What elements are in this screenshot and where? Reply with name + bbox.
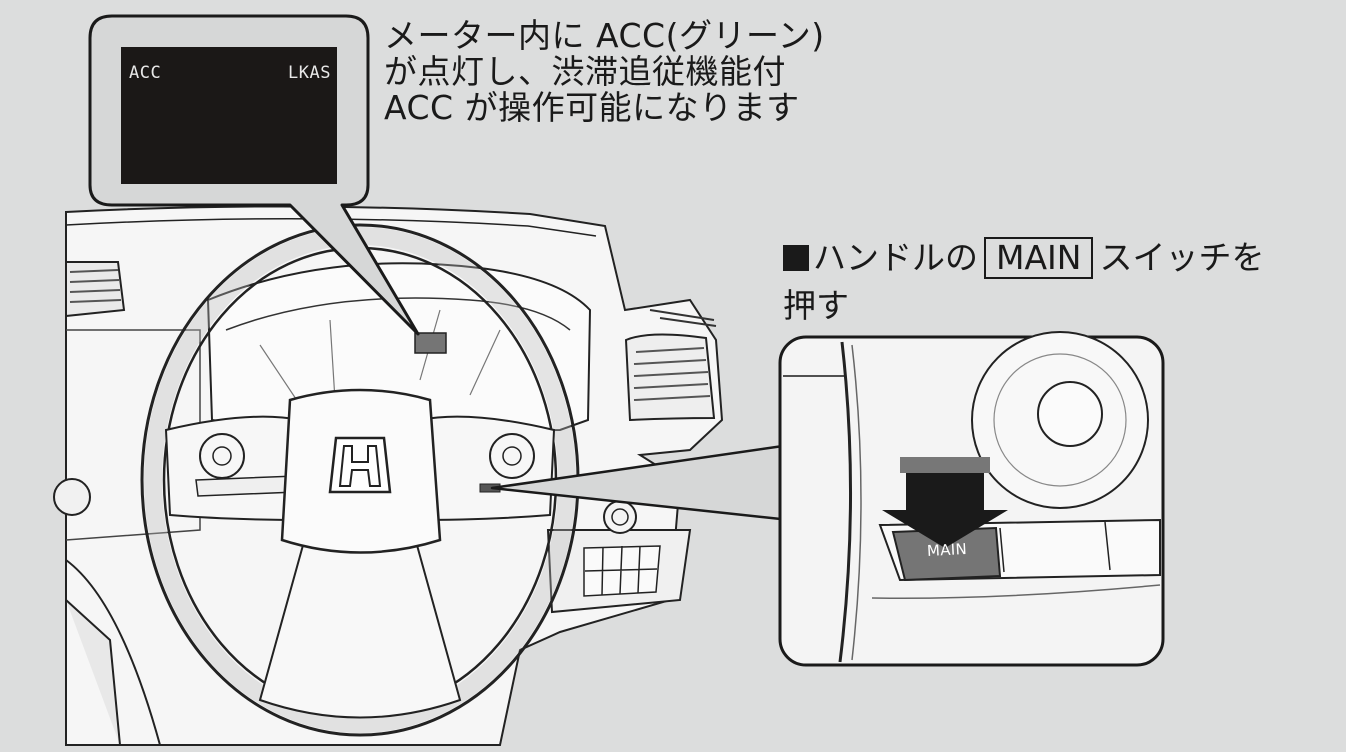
steering-wheel <box>140 223 580 737</box>
meter-display: ACC LKAS <box>121 47 337 184</box>
lkas-indicator: LKAS <box>288 63 331 83</box>
caption-line: メーター内に ACC(グリーン) <box>384 16 825 55</box>
caption-line: が点灯し、渋滞追従機能付 <box>384 52 786 91</box>
right-vent <box>624 309 717 422</box>
emblem-logo <box>328 436 392 494</box>
main-button: MAIN <box>926 539 968 561</box>
main-key-label: MAIN <box>984 237 1094 279</box>
main-switch-inset <box>778 331 1165 667</box>
press-arrow-icon <box>882 457 1008 548</box>
center-console <box>546 500 692 614</box>
square-bullet-icon <box>783 245 809 271</box>
caption-line: ACC が操作可能になります <box>384 88 800 127</box>
press-line2: 押す <box>783 286 849 325</box>
left-vent <box>65 261 126 318</box>
press-suffix: スイッチを <box>1099 238 1265 277</box>
press-prefix: ハンドルの <box>813 238 978 277</box>
acc-indicator: ACC <box>129 63 162 83</box>
meter-caption: メーター内に ACC(グリーン) が点灯し、渋滞追従機能付 ACC が操作可能に… <box>384 18 904 126</box>
